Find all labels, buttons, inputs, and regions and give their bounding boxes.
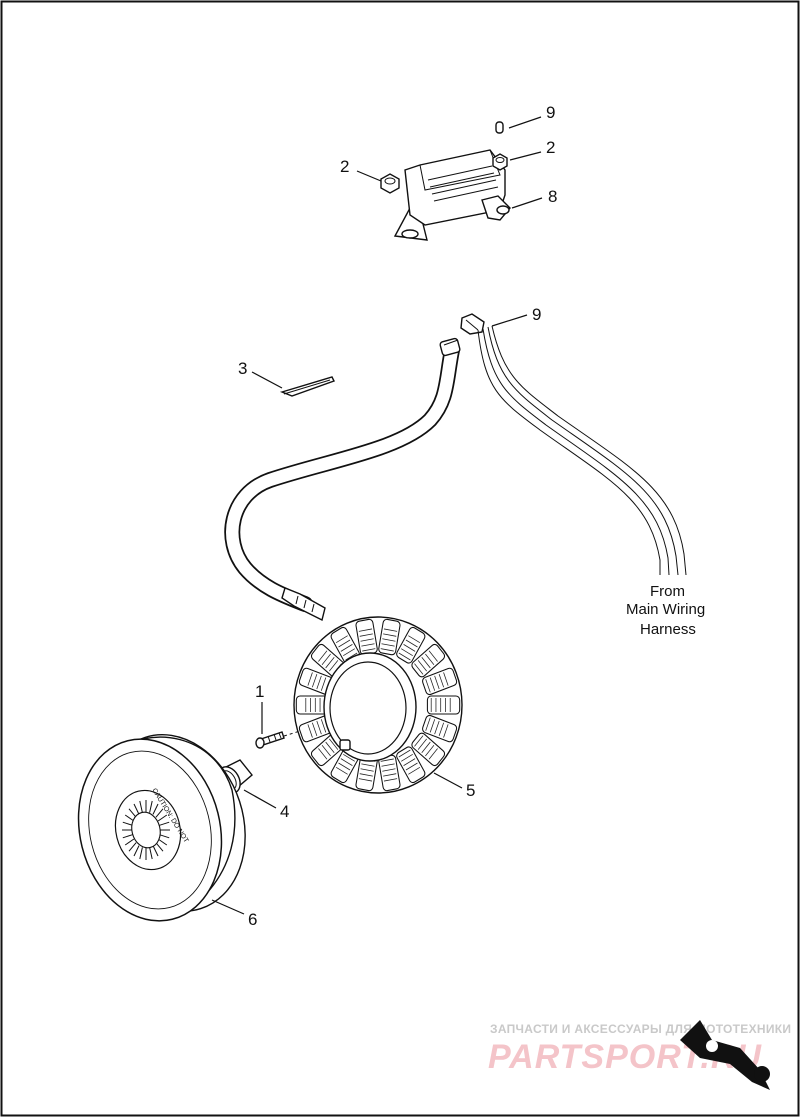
watermark: ЗАПЧАСТИ И АКСЕССУАРЫ ДЛЯ МОТОТЕХНИКИ PA… — [488, 1020, 791, 1090]
callout-1: 1 — [255, 682, 264, 701]
nut-right — [492, 153, 508, 171]
note-line-harness: Harness — [640, 621, 696, 638]
watermark-logo-icon — [680, 1020, 770, 1090]
callout-5: 5 — [466, 781, 475, 800]
callout-9-top: 9 — [546, 103, 555, 122]
callout-6: 6 — [248, 910, 257, 929]
nut-left — [380, 173, 400, 194]
note-line-main-wiring: Main Wiring — [626, 601, 705, 618]
callout-9-mid: 9 — [532, 305, 541, 324]
callout-8: 8 — [548, 187, 557, 206]
stator — [293, 616, 463, 794]
callout-2-right: 2 — [546, 138, 555, 157]
callout-2-left: 2 — [340, 157, 349, 176]
callout-3: 3 — [238, 359, 247, 378]
stator-cable — [224, 337, 461, 622]
harness-connector — [460, 313, 485, 335]
stator-screw — [255, 730, 301, 749]
watermark-tagline: ЗАПЧАСТИ И АКСЕССУАРЫ ДЛЯ МОТОТЕХНИКИ — [490, 1022, 791, 1036]
callout-4: 4 — [280, 802, 289, 821]
voltage-regulator — [393, 149, 511, 241]
cable-clip — [279, 376, 335, 397]
note-line-from: From — [650, 583, 685, 600]
main-harness-wires — [477, 325, 687, 576]
pin-top — [495, 121, 504, 134]
rotor: CAUTION: DO NOT — [77, 734, 246, 922]
